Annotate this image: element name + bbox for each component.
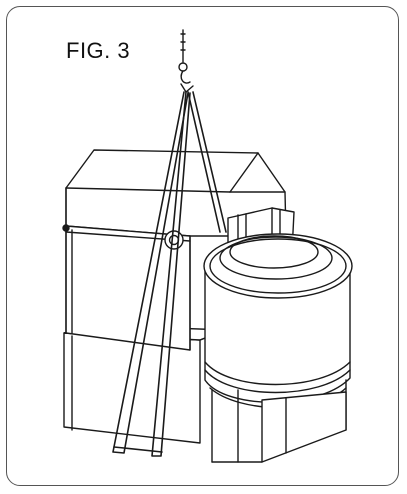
crane-hook	[178, 29, 194, 93]
figure-label: FIG. 3	[66, 38, 131, 63]
hinge-knob	[164, 230, 184, 250]
mixing-bowl	[203, 233, 353, 463]
lifting-straps	[112, 91, 227, 457]
